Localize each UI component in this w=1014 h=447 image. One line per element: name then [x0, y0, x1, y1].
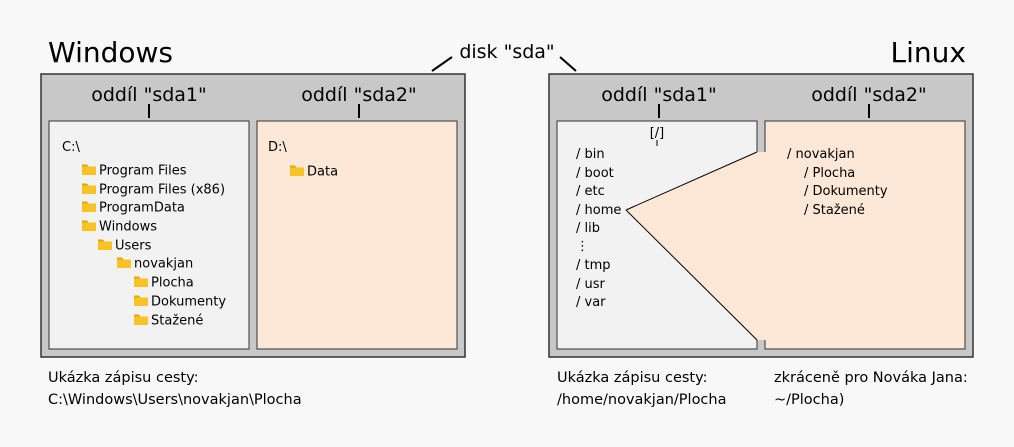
linux-short-2: ~/Plocha): [774, 392, 844, 408]
folder-novakjan: novakjan: [117, 257, 193, 272]
windows-disk: oddíl "sda1" oddíl "sda2" C:\ Program Fi…: [40, 73, 466, 358]
dir-home: / home: [576, 203, 621, 218]
windows-partition-c: [48, 120, 250, 350]
linux-partition-home: [764, 120, 966, 350]
folder-label: Stažené: [151, 314, 203, 329]
folder-label: Data: [307, 165, 338, 180]
drive-d-label: D:\: [268, 140, 287, 155]
linux-caption-2: /home/novakjan/Plocha: [557, 392, 726, 408]
folder-dokumenty: Dokumenty: [134, 295, 226, 310]
dir-ellipsis: ⋮: [576, 239, 589, 254]
dir-lib: / lib: [576, 221, 600, 236]
folder-stazene: Stažené: [134, 314, 203, 329]
mount-funnel: [626, 152, 766, 340]
linux-caption-1: Ukázka zápisu cesty:: [557, 370, 708, 386]
linux-title: Linux: [891, 36, 966, 69]
folder-users: Users: [98, 239, 152, 254]
disk-label: disk "sda": [459, 41, 554, 63]
folder-label: ProgramData: [99, 201, 185, 216]
folder-label: Program Files: [99, 164, 187, 179]
dir-bin: / bin: [576, 147, 605, 162]
windows-partition-d: [256, 120, 458, 350]
dir-tmp: / tmp: [576, 258, 611, 273]
folder-label: novakjan: [134, 257, 193, 272]
dir-usr: / usr: [576, 277, 606, 292]
dir-var: / var: [576, 295, 606, 310]
windows-sda1-label: oddíl "sda1": [91, 84, 207, 106]
windows-caption-2: C:\Windows\Users\novakjan\Plocha: [48, 392, 302, 408]
mount-funnel-edge-top: [625, 151, 758, 211]
folder-label: Plocha: [151, 276, 194, 291]
folder-label: Dokumenty: [151, 295, 226, 310]
home-dokumenty: / Dokumenty: [804, 184, 888, 199]
disk-pointer-right: [559, 56, 577, 72]
folder-program-files-x86: Program Files (x86): [82, 183, 225, 198]
mount-funnel-edge-bottom: [625, 209, 758, 341]
linux-sda2-label: oddíl "sda2": [811, 84, 927, 106]
home-novakjan: / novakjan: [787, 147, 855, 162]
windows-caption-1: Ukázka zápisu cesty:: [48, 370, 199, 386]
root-label: [/]: [650, 126, 665, 141]
dir-boot: / boot: [576, 166, 614, 181]
home-plocha: / Plocha: [804, 166, 855, 181]
folder-programdata: ProgramData: [82, 201, 185, 216]
folder-program-files: Program Files: [82, 164, 187, 179]
folder-plocha: Plocha: [134, 276, 194, 291]
disk-pointer-left: [431, 56, 453, 72]
windows-title: Windows: [48, 36, 173, 69]
folder-windows: Windows: [82, 220, 157, 235]
linux-sda1-label: oddíl "sda1": [601, 84, 717, 106]
linux-short-1: zkráceně pro Nováka Jana:: [774, 370, 968, 386]
dir-etc: / etc: [576, 184, 605, 199]
folder-data: Data: [290, 165, 338, 180]
folder-label: Windows: [99, 220, 157, 235]
folder-label: Program Files (x86): [99, 183, 225, 198]
linux-disk: oddíl "sda1" oddíl "sda2" [/] / bin / bo…: [548, 73, 974, 358]
folder-label: Users: [115, 239, 152, 254]
windows-sda2-label: oddíl "sda2": [301, 84, 417, 106]
drive-c-label: C:\: [62, 140, 80, 155]
home-stazene: / Stažené: [804, 203, 865, 218]
